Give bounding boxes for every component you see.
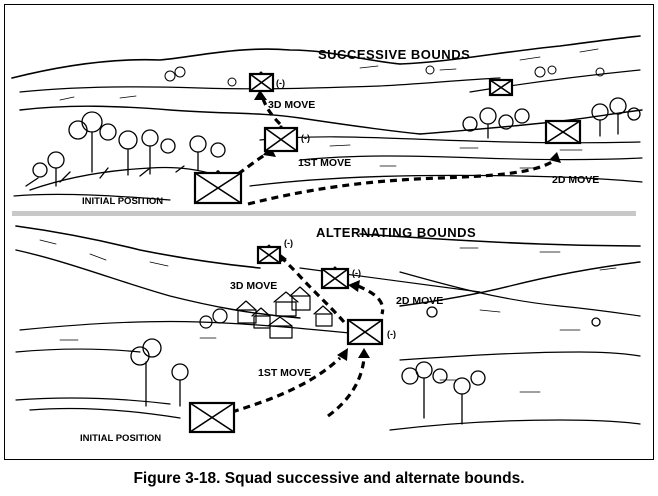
bottom-third-move-label: 3D MOVE — [230, 280, 277, 292]
top-landscape-sketch — [11, 35, 643, 201]
top-initial-position-symbol — [193, 170, 243, 205]
bottom-first-move-marker: (-) — [387, 329, 396, 339]
top-second-move-symbol — [544, 119, 582, 145]
tactical-diagram: SUCCESSIVE BOUNDS INITIAL POSITION 1ST M… — [11, 35, 643, 444]
bottom-third-move-marker: (-) — [284, 238, 293, 248]
top-far-symbol — [488, 78, 514, 97]
bottom-initial-position-label: INITIAL POSITION — [80, 433, 161, 444]
bottom-second-move-marker: (-) — [352, 268, 361, 278]
top-first-move-symbol — [263, 125, 299, 153]
bottom-first-move-symbol — [346, 318, 384, 346]
bottom-first-move-label: 1ST MOVE — [258, 367, 311, 379]
top-second-move-label: 2D MOVE — [552, 174, 599, 186]
top-third-move-marker: (-) — [276, 78, 285, 88]
top-panel-title: SUCCESSIVE BOUNDS — [318, 47, 470, 62]
bottom-panel-title: ALTERNATING BOUNDS — [316, 225, 476, 240]
bottom-second-move-symbol — [320, 266, 350, 290]
bottom-routes — [231, 252, 385, 418]
top-third-move-label: 3D MOVE — [268, 99, 315, 111]
panel-divider — [12, 211, 636, 216]
bottom-initial-position-symbol — [188, 401, 236, 434]
top-routes — [237, 90, 561, 206]
figure-frame — [4, 4, 654, 460]
bottom-landscape-sketch — [15, 225, 641, 431]
bottom-third-move-symbol — [256, 244, 282, 265]
top-first-move-label: 1ST MOVE — [298, 157, 351, 169]
top-initial-position-label: INITIAL POSITION — [82, 196, 163, 207]
figure-caption: Figure 3-18. Squad successive and altern… — [133, 470, 525, 487]
top-third-move-symbol — [248, 71, 275, 93]
top-first-move-marker: (-) — [301, 133, 310, 143]
bottom-second-move-label: 2D MOVE — [396, 295, 443, 307]
